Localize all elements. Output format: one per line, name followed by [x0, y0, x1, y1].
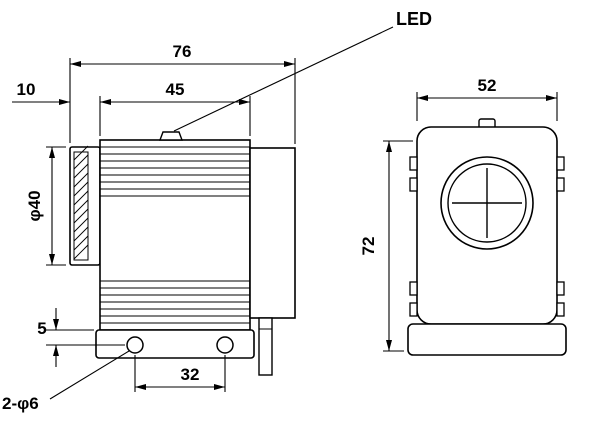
side-view-dimensions [12, 26, 394, 400]
dimension-labels: 76 45 10 φ40 5 2-φ6 32 LED 52 72 [2, 9, 496, 413]
front-view [407, 118, 567, 356]
led-label: LED [396, 9, 432, 29]
dimension-hole-spacing [134, 355, 226, 392]
clip-right-2 [556, 177, 565, 192]
mounting-bracket [95, 329, 255, 359]
arrowhead-right [214, 384, 225, 390]
holes-leader-line [49, 350, 130, 400]
arrowhead-down [49, 254, 55, 265]
front-view-dimensions [383, 92, 558, 352]
arrowhead-down [53, 319, 59, 330]
clip-left-2 [409, 177, 418, 192]
rear-housing [249, 147, 296, 319]
dimension-body-width [99, 96, 251, 136]
clip-left-4 [409, 302, 418, 317]
dimension-front-height [383, 140, 413, 352]
arrowhead-up [386, 141, 392, 152]
lens-diameter-label: φ40 [25, 190, 44, 221]
arrowhead-left [70, 61, 81, 67]
led-bump [158, 131, 184, 141]
side-clips [409, 156, 565, 317]
bottom-cooling-ribs [100, 280, 250, 324]
lens-front [440, 156, 534, 250]
clip-right-3 [556, 281, 565, 296]
dimension-overall-width [69, 58, 296, 144]
dimension-front-width [416, 92, 558, 121]
lens-glass [73, 151, 89, 261]
side-view [69, 131, 296, 376]
clip-left-3 [409, 281, 418, 296]
clip-left-1 [409, 156, 418, 171]
arrowhead-right [239, 99, 250, 105]
clip-right-1 [556, 156, 565, 171]
front-base [407, 323, 567, 356]
cable-stud [258, 317, 273, 376]
arrowhead-left [417, 95, 428, 101]
body-outline [99, 139, 251, 331]
mounting-holes-label: 2-φ6 [2, 394, 39, 413]
mounting-hole-left [126, 336, 144, 354]
top-cooling-ribs [100, 146, 250, 197]
arrowhead-left [135, 384, 146, 390]
lens-depth-label: 10 [17, 80, 36, 99]
front-height-label: 72 [359, 237, 378, 256]
lens-assembly [69, 145, 101, 266]
arrowhead-up [53, 345, 59, 356]
body-width-label: 45 [166, 80, 185, 99]
lens-hatching [73, 145, 89, 260]
hole-offset-label: 5 [37, 319, 46, 338]
arrowhead-right [284, 61, 295, 67]
clip-right-4 [556, 302, 565, 317]
mounting-hole-right [216, 336, 234, 354]
arrowhead-left [100, 99, 111, 105]
led-leader-line [173, 26, 394, 132]
arrowhead-up [49, 147, 55, 158]
arrowhead-down [386, 340, 392, 351]
dimension-lens-depth [12, 99, 70, 105]
hole-spacing-label: 32 [181, 365, 200, 384]
front-width-label: 52 [478, 76, 497, 95]
dimension-hole-offset [46, 308, 125, 367]
overall-width-label: 76 [173, 42, 192, 61]
arrowhead-right [59, 99, 70, 105]
arrowhead-right [546, 95, 557, 101]
dimension-lens-diameter [46, 146, 66, 266]
sensor-body [99, 131, 251, 331]
